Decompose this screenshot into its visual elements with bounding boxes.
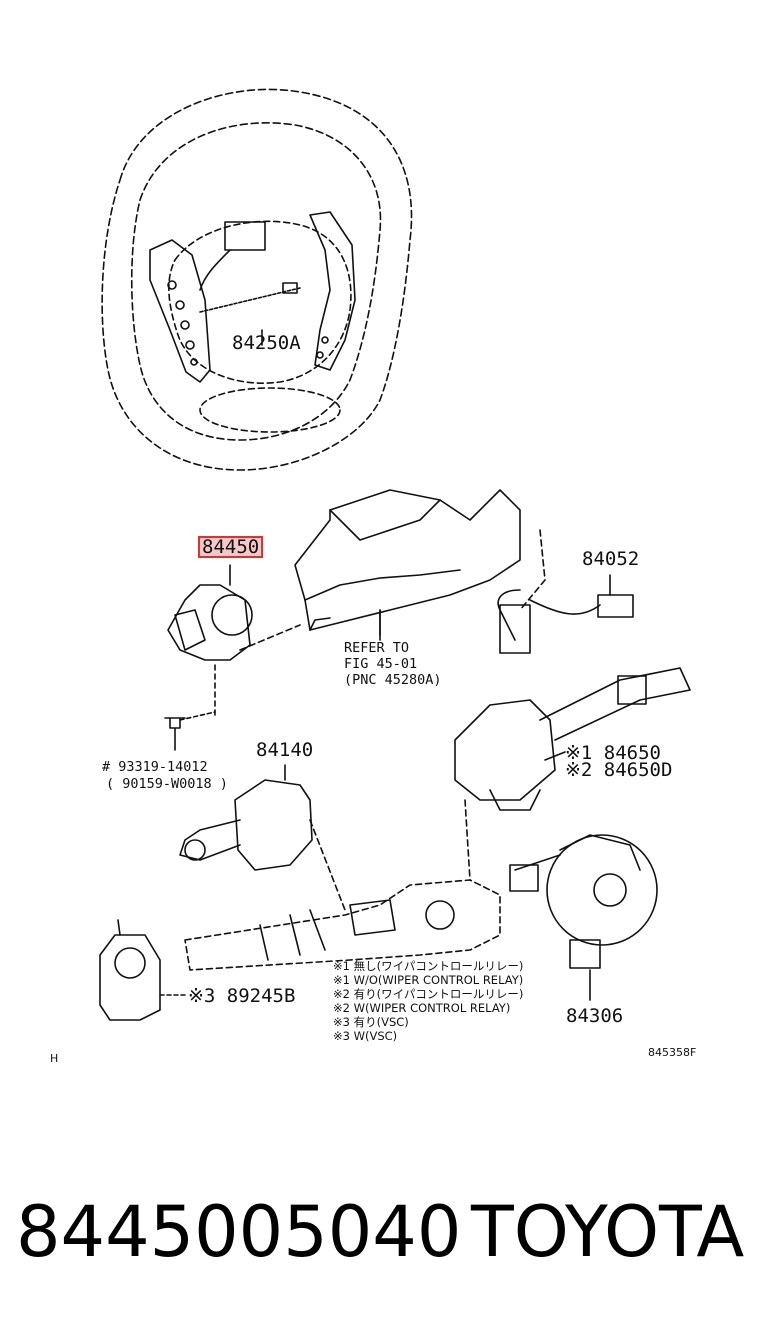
label-refer-line3: (PNC 45280A) [344, 672, 442, 688]
footer: 8445005040 TOYOTA [16, 1192, 756, 1282]
label-corner-h: H [50, 1052, 59, 1065]
label-89245b: ※3 89245B [188, 985, 296, 1007]
label-84650: ※1 84650 [565, 742, 661, 764]
sensor-84052 [497, 574, 634, 654]
steering-wheel [101, 88, 413, 471]
note-line: ※2 有り(ワイパコントロールリレー) [333, 986, 524, 1001]
part-number: 8445005040 [16, 1191, 462, 1273]
label-84140: 84140 [256, 739, 314, 761]
screw-93319 [164, 717, 186, 751]
note-line: ※1 W/O(WIPER CONTROL RELAY) [333, 972, 524, 987]
ignition-switch-84450 [167, 564, 301, 721]
column-cover [294, 489, 546, 636]
label-figure-code: 845358F [648, 1046, 697, 1059]
note-line: ※2 W(WIPER CONTROL RELAY) [333, 1000, 511, 1015]
label-84052: 84052 [582, 548, 640, 570]
note-line: ※1 無し(ワイパコントロールリレー) [333, 959, 524, 973]
label-84306: 84306 [566, 1005, 624, 1027]
column-shaft [184, 879, 501, 971]
label-screw-line2: ( 90159-W0018 ) [106, 776, 228, 792]
wiper-switch-84650 [454, 667, 691, 881]
label-84450-highlighted: 84450 [198, 536, 264, 558]
label-screw-line1: # 93319-14012 [102, 759, 208, 775]
note-line: ※3 W(VSC) [333, 1028, 398, 1043]
spiral-cable-84306 [509, 834, 658, 1001]
note-line: ※3 有り(VSC) [333, 1014, 409, 1029]
steering-sensor-89245b [99, 919, 186, 1021]
headlamp-switch-84140 [179, 764, 346, 911]
parts-diagram [99, 88, 691, 1021]
label-84250a: 84250A [232, 332, 301, 354]
notes-block: ※1 無し(ワイパコントロールリレー) ※1 W/O(WIPER CONTROL… [333, 959, 524, 1043]
brand-name: TOYOTA [471, 1191, 745, 1273]
label-refer-line2: FIG 45-01 [344, 656, 418, 672]
label-refer-line1: REFER TO [344, 640, 410, 656]
label-84650d: ※2 84650D [565, 759, 673, 781]
